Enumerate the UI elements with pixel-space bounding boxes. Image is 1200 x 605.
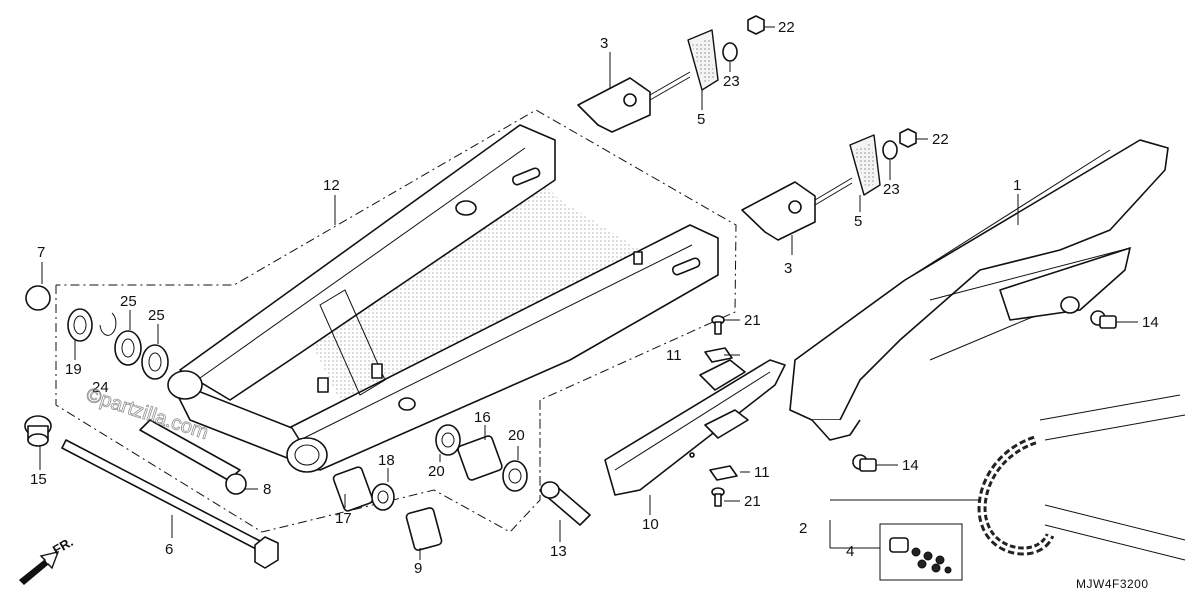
chain-guard-part-1[interactable] <box>789 139 1169 441</box>
callout-5-upper[interactable]: 5 <box>697 111 705 128</box>
seal-part-20-a[interactable] <box>435 424 461 456</box>
plate-part-5-upper[interactable] <box>687 29 719 91</box>
collar-part-7[interactable] <box>25 285 51 311</box>
plate-part-5-lower[interactable] <box>849 134 881 196</box>
adjuster-part-3-upper[interactable] <box>577 71 691 133</box>
collar-part-9[interactable] <box>405 507 443 551</box>
oil-seal-part-19[interactable] <box>67 308 93 342</box>
bolt-part-14-upper[interactable] <box>1090 310 1117 329</box>
bearing-part-25-b[interactable] <box>141 344 169 380</box>
master-link-kit-part-4[interactable] <box>879 523 963 581</box>
callout-2[interactable]: 2 <box>799 520 807 537</box>
callout-11-lower[interactable]: 11 <box>754 464 770 481</box>
clip-nut-part-11-upper[interactable] <box>704 347 733 363</box>
callout-14-upper[interactable]: 14 <box>1142 314 1159 331</box>
seal-part-18[interactable] <box>371 483 395 511</box>
swingarm-part-12[interactable] <box>167 124 719 473</box>
collar-part-8[interactable] <box>139 419 247 495</box>
screw-part-21-lower[interactable] <box>711 487 725 507</box>
callout-5-lower[interactable]: 5 <box>854 213 862 230</box>
callout-11-upper[interactable]: 11 <box>666 347 682 364</box>
bearing-part-25-a[interactable] <box>114 330 142 366</box>
callout-23-upper[interactable]: 23 <box>723 73 740 90</box>
bushing-part-16[interactable] <box>457 435 503 481</box>
callout-16[interactable]: 16 <box>474 409 491 426</box>
callout-22-upper[interactable]: 22 <box>778 19 795 36</box>
callout-20-a[interactable]: 20 <box>428 463 445 480</box>
washer-part-23-lower[interactable] <box>882 140 898 160</box>
washer-part-23-upper[interactable] <box>722 42 738 62</box>
bolt-part-14-lower[interactable] <box>852 454 877 472</box>
chain-part-2[interactable] <box>977 394 1186 561</box>
callout-7[interactable]: 7 <box>37 244 45 261</box>
callout-labels: 1 2 3 3 4 5 5 6 7 8 9 10 11 11 12 13 14 … <box>30 19 1159 577</box>
pivot-nut-part-15[interactable] <box>24 415 52 447</box>
callout-13[interactable]: 13 <box>550 543 567 560</box>
seal-part-20-b[interactable] <box>502 460 528 492</box>
group-boundaries <box>55 109 737 533</box>
callout-3-upper[interactable]: 3 <box>600 35 608 52</box>
callout-25-b[interactable]: 25 <box>148 307 165 324</box>
clip-nut-part-11-lower[interactable] <box>709 465 738 481</box>
callout-3-lower[interactable]: 3 <box>784 260 792 277</box>
callout-10[interactable]: 10 <box>642 516 659 533</box>
adjuster-part-3-lower[interactable] <box>741 177 853 241</box>
callout-12[interactable]: 12 <box>323 177 340 194</box>
chain-slider-part-10[interactable] <box>604 359 786 496</box>
nut-part-22-upper[interactable] <box>747 15 765 35</box>
circlip-part-24[interactable] <box>99 312 117 336</box>
callout-14-lower[interactable]: 14 <box>902 457 919 474</box>
callout-17[interactable]: 17 <box>335 510 352 527</box>
callout-19[interactable]: 19 <box>65 361 82 378</box>
callout-24[interactable]: 24 <box>92 379 109 396</box>
callout-21-upper[interactable]: 21 <box>744 312 761 329</box>
callout-22-lower[interactable]: 22 <box>932 131 949 148</box>
collar-part-13[interactable] <box>540 481 591 526</box>
diagram-code: MJW4F3200 <box>1076 577 1149 591</box>
callout-8[interactable]: 8 <box>263 481 271 498</box>
pivot-bolt-part-6[interactable] <box>61 439 279 569</box>
callout-15[interactable]: 15 <box>30 471 47 488</box>
leader-lines <box>39 26 1138 560</box>
callout-1[interactable]: 1 <box>1013 177 1021 194</box>
bearing-part-17[interactable] <box>332 466 374 512</box>
screw-part-21-upper[interactable] <box>711 315 725 335</box>
callout-20-b[interactable]: 20 <box>508 427 525 444</box>
callout-21-lower[interactable]: 21 <box>744 493 761 510</box>
front-direction-arrow: FR. <box>18 534 76 585</box>
callout-23-lower[interactable]: 23 <box>883 181 900 198</box>
callout-9[interactable]: 9 <box>414 560 422 577</box>
callout-25-a[interactable]: 25 <box>120 293 137 310</box>
callout-6[interactable]: 6 <box>165 541 173 558</box>
callout-4[interactable]: 4 <box>846 543 854 560</box>
nut-part-22-lower[interactable] <box>899 128 917 148</box>
callout-18[interactable]: 18 <box>378 452 395 469</box>
